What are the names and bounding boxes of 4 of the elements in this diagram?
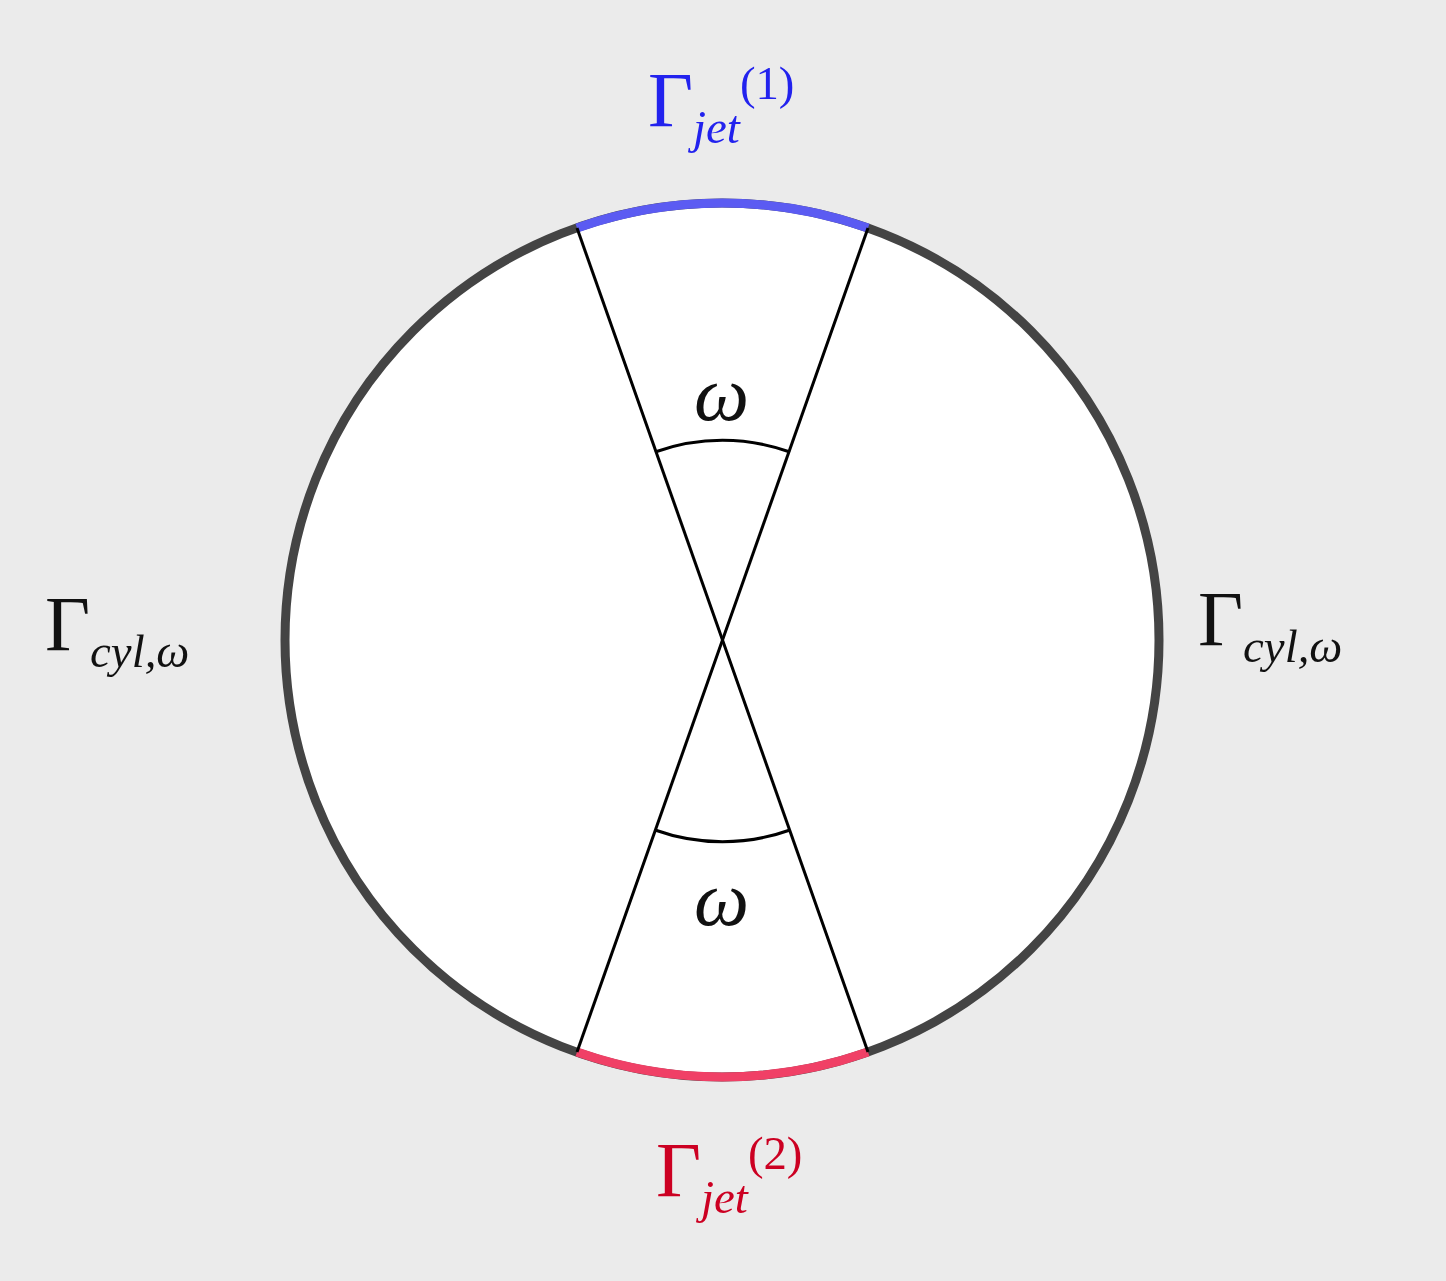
math-label: ω xyxy=(694,355,750,433)
math-label: ω xyxy=(694,860,750,938)
math-label: Γ$_{cyl,ω}$ xyxy=(1198,580,1343,670)
math-label: Γ$_{cyl,ω}$ xyxy=(45,585,190,675)
